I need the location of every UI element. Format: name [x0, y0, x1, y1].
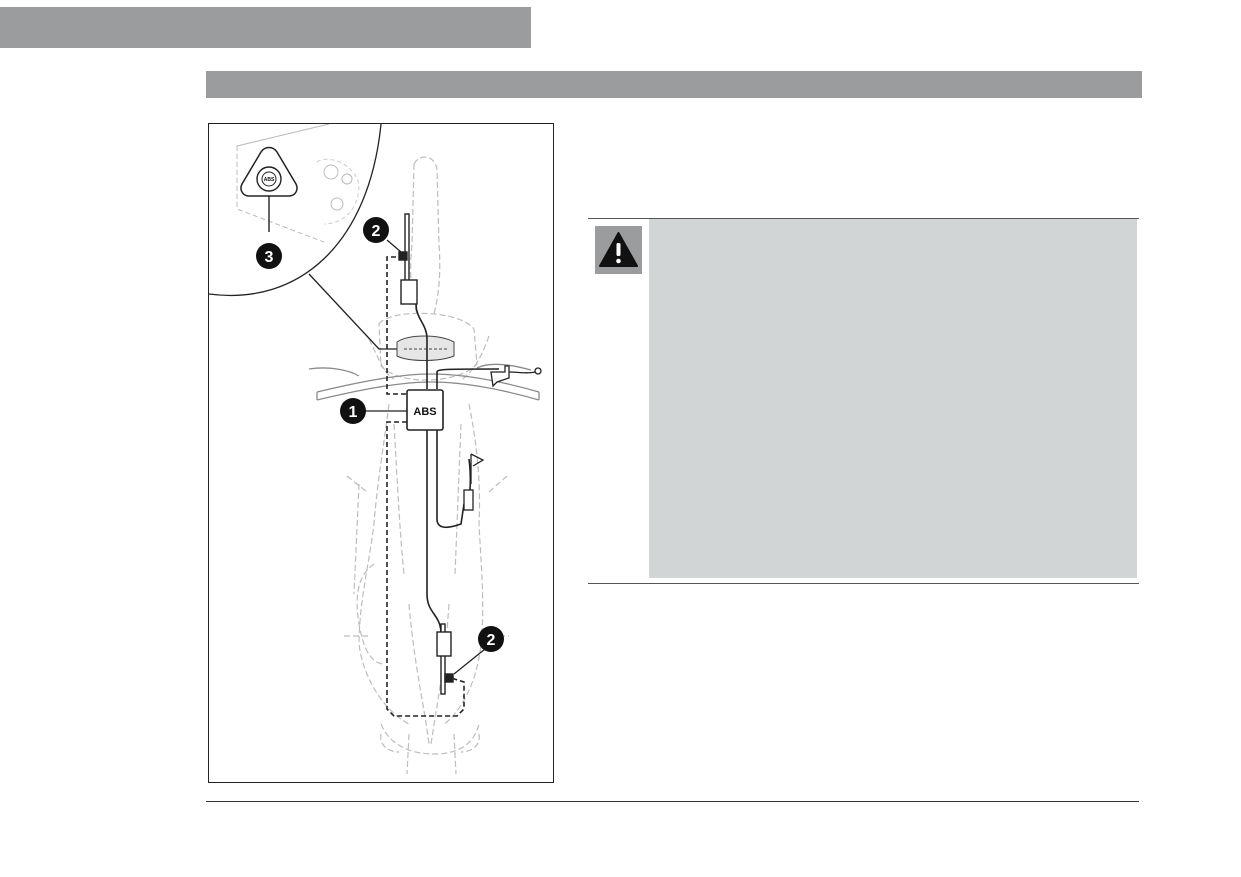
rear-brake-master: [463, 453, 485, 511]
abs-unit: ABS: [406, 389, 444, 431]
warning-bottom-rule: [588, 583, 1139, 584]
front-brake-lever: [490, 365, 542, 388]
callout-3: 3: [256, 243, 282, 269]
callout-2-rear-label: 2: [487, 632, 496, 649]
callout-1-label: 1: [349, 404, 358, 421]
warning-top-rule: [588, 218, 1139, 219]
instrument-cluster: [396, 335, 455, 361]
callout-1: 1: [340, 398, 366, 424]
header-bar: [0, 7, 531, 48]
warning-text-panel: [649, 219, 1137, 578]
abs-unit-label: ABS: [413, 406, 436, 418]
abs-system-figure: ABS 1 2 2 3: [208, 123, 554, 783]
warning-triangle-icon: [599, 232, 638, 267]
callout-2-front-label: 2: [372, 223, 381, 240]
warning-icon-box: [595, 226, 642, 274]
callout-3-label: 3: [265, 249, 274, 266]
callout-leaders: [364, 239, 486, 675]
section-title-bar: [206, 71, 1142, 98]
callout-2-front: 2: [363, 217, 389, 243]
abs-system-diagram: ABS 1 2 2 3: [209, 124, 542, 775]
front-wheel-sensor: [398, 213, 418, 305]
abs-switch-label: ABS: [264, 177, 275, 183]
handlebars: [308, 363, 540, 401]
rear-brake-line: [386, 256, 465, 717]
inset-leader-line: [308, 273, 414, 350]
callout-2-rear: 2: [478, 626, 504, 652]
instrument-inset: [209, 124, 382, 296]
rear-wheel-sensor: [436, 623, 454, 695]
footer-rule: [206, 801, 1139, 802]
